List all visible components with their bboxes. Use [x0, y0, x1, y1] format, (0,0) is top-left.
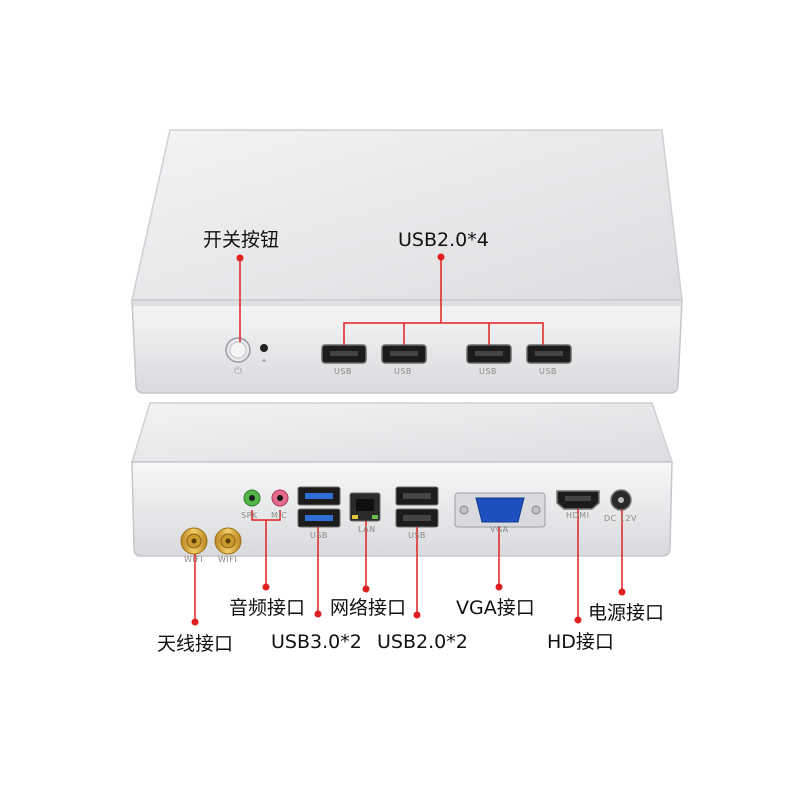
- usb2-callout-label: USB2.0*2: [377, 631, 468, 653]
- front-usb-port: [321, 344, 367, 364]
- lan-port-label: LAN: [358, 525, 376, 534]
- power-led: [260, 344, 268, 352]
- lan-port: [349, 492, 381, 522]
- power-button-label: 开关按钮: [203, 229, 280, 251]
- front-unit: ⏻ ✦: [131, 129, 683, 394]
- vga-port: [454, 492, 546, 528]
- dc-port-label: DC 12V: [604, 514, 637, 523]
- rear-unit: [130, 402, 674, 557]
- front-usb-label: USB2.0*4: [398, 229, 489, 251]
- usb3-port-stack: [297, 486, 341, 528]
- wifi-right-label: WIFI: [218, 555, 238, 564]
- wifi-left-label: WIFI: [184, 555, 204, 564]
- hdmi-port-label: HDMI: [566, 511, 590, 520]
- vga-port-label: VGA: [490, 525, 509, 534]
- power-icon: ⏻: [234, 366, 242, 377]
- audio-port-label: 音频接口: [229, 597, 306, 619]
- front-usb-port: [466, 344, 512, 364]
- callout-lines: [191, 253, 626, 626]
- front-usb-port: [526, 344, 572, 364]
- usb2-port-label: USB: [408, 531, 426, 540]
- wifi-antenna-left: [180, 527, 208, 555]
- network-port-label: 网络接口: [330, 597, 407, 619]
- hdmi-port: [556, 490, 600, 510]
- usb3-callout-label: USB3.0*2: [271, 631, 362, 653]
- antenna-port-label: 天线接口: [157, 633, 234, 655]
- hd-port-label: HD接口: [547, 631, 614, 653]
- front-usb-port-label: USB: [394, 367, 412, 376]
- power-port-label: 电源接口: [588, 602, 665, 624]
- led-icon: ✦: [261, 357, 267, 365]
- front-usb-port: [381, 344, 427, 364]
- vga-callout-label: VGA接口: [456, 597, 535, 619]
- front-usb-port-label: USB: [334, 367, 352, 376]
- rear-unit-top-surface: [130, 402, 674, 463]
- mic-port-label: MIC: [271, 511, 288, 520]
- front-usb-port-label: USB: [479, 367, 497, 376]
- front-usb-port-label: USB: [539, 367, 557, 376]
- wifi-antenna-right: [214, 527, 242, 555]
- usb3-port-label: USB: [310, 531, 328, 540]
- spk-port-label: SPK: [241, 511, 258, 520]
- usb2-port-stack: [395, 486, 439, 528]
- front-unit-top-surface: [131, 129, 683, 301]
